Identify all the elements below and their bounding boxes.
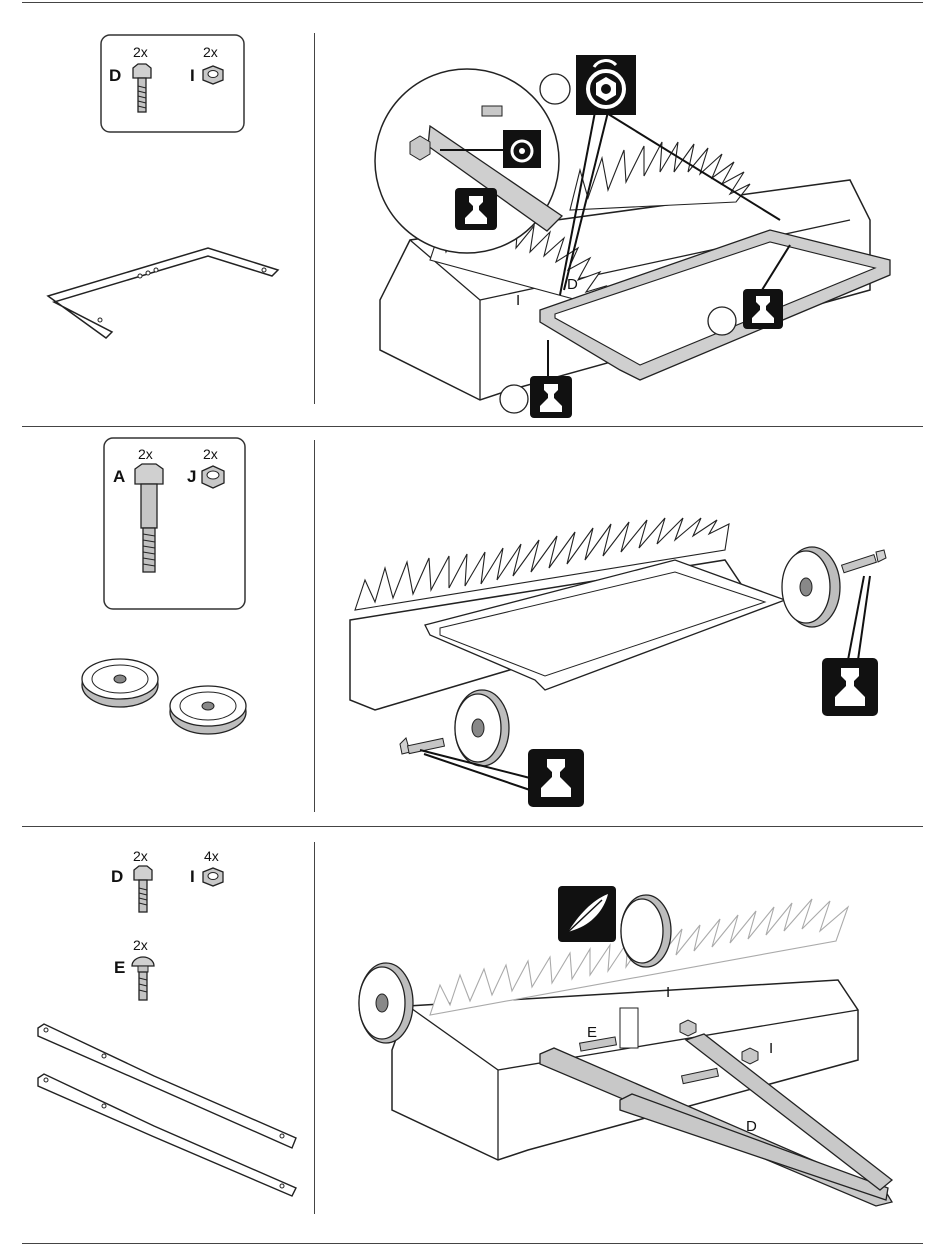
feather-light-icon bbox=[558, 886, 616, 942]
divider-bottom bbox=[22, 1243, 923, 1244]
callout-e: E bbox=[587, 1024, 597, 1041]
part-e-letter: E bbox=[114, 958, 125, 978]
part-i-letter: I bbox=[190, 867, 195, 887]
callout-d: D bbox=[746, 1118, 757, 1135]
part-d-letter: D bbox=[111, 867, 123, 887]
leader-lines bbox=[0, 430, 950, 830]
carriage-bolt-icon bbox=[131, 956, 155, 1004]
column-divider-3 bbox=[314, 842, 315, 1214]
nut-icon bbox=[200, 868, 226, 888]
part-i-qty: 4x bbox=[204, 848, 219, 864]
callout-i: I bbox=[666, 984, 670, 1001]
handle-bar-parts bbox=[34, 1020, 300, 1196]
callout-i: I bbox=[769, 1040, 773, 1057]
part-d-qty: 2x bbox=[133, 848, 148, 864]
callout-d: D bbox=[567, 276, 578, 293]
hex-bolt-icon bbox=[132, 866, 154, 916]
leader-lines bbox=[0, 0, 950, 430]
part-e-qty: 2x bbox=[133, 937, 148, 953]
parts-mount-hardware bbox=[560, 1000, 800, 1110]
wheel-left bbox=[356, 961, 416, 1045]
wheel-back bbox=[618, 893, 674, 969]
callout-i: I bbox=[516, 292, 520, 309]
